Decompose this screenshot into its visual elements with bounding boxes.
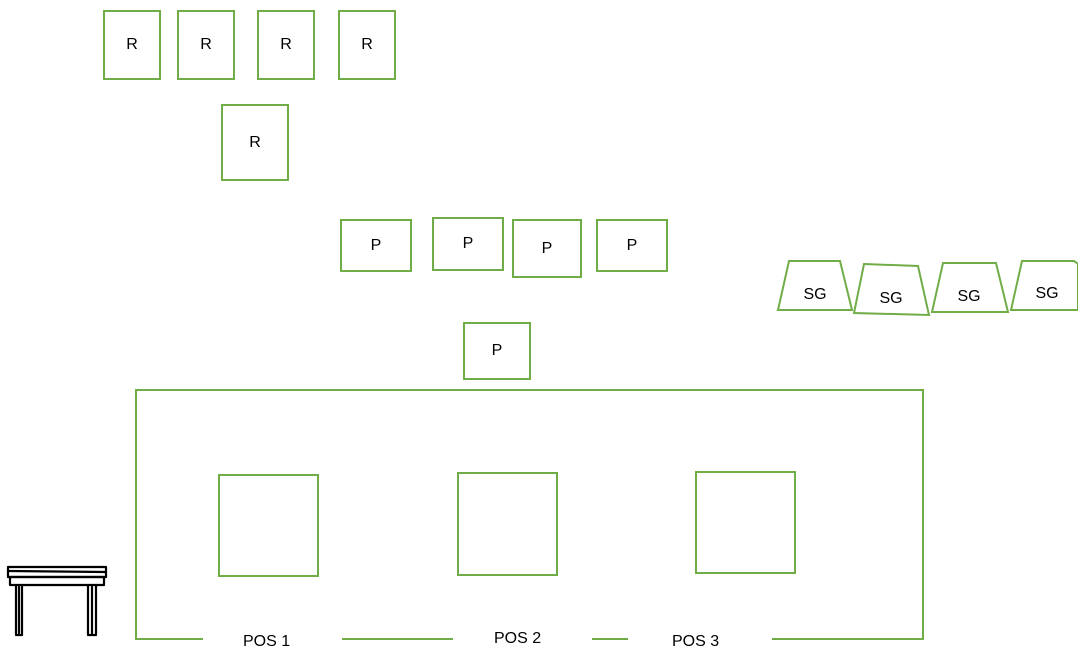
sg-label: SG: [957, 288, 980, 305]
sg-label: SG: [879, 290, 902, 307]
sg-label: SG: [803, 286, 826, 303]
p-box: P: [596, 219, 668, 272]
sg-shape: SG: [852, 262, 931, 317]
r-box: R: [221, 104, 289, 181]
sg-shape: SG: [776, 260, 854, 311]
r-box: R: [177, 10, 235, 80]
pos-label: POS 3: [672, 633, 720, 650]
p-box: P: [512, 219, 582, 278]
pos-label: POS 1: [243, 633, 291, 650]
sg-label: SG: [1035, 285, 1058, 302]
r-box: R: [257, 10, 315, 80]
position-square: [457, 472, 558, 576]
sg-shape: SG: [1009, 260, 1078, 311]
table-icon: [6, 565, 108, 637]
area-outline: [135, 389, 924, 640]
pos-label: POS 2: [494, 630, 542, 647]
r-box: R: [338, 10, 396, 80]
position-square: [695, 471, 796, 574]
r-box: R: [103, 10, 161, 80]
p-box: P: [463, 322, 531, 380]
position-square: [218, 474, 319, 577]
p-box: P: [340, 219, 412, 272]
p-box: P: [432, 217, 504, 271]
sg-shape: SG: [930, 262, 1010, 313]
